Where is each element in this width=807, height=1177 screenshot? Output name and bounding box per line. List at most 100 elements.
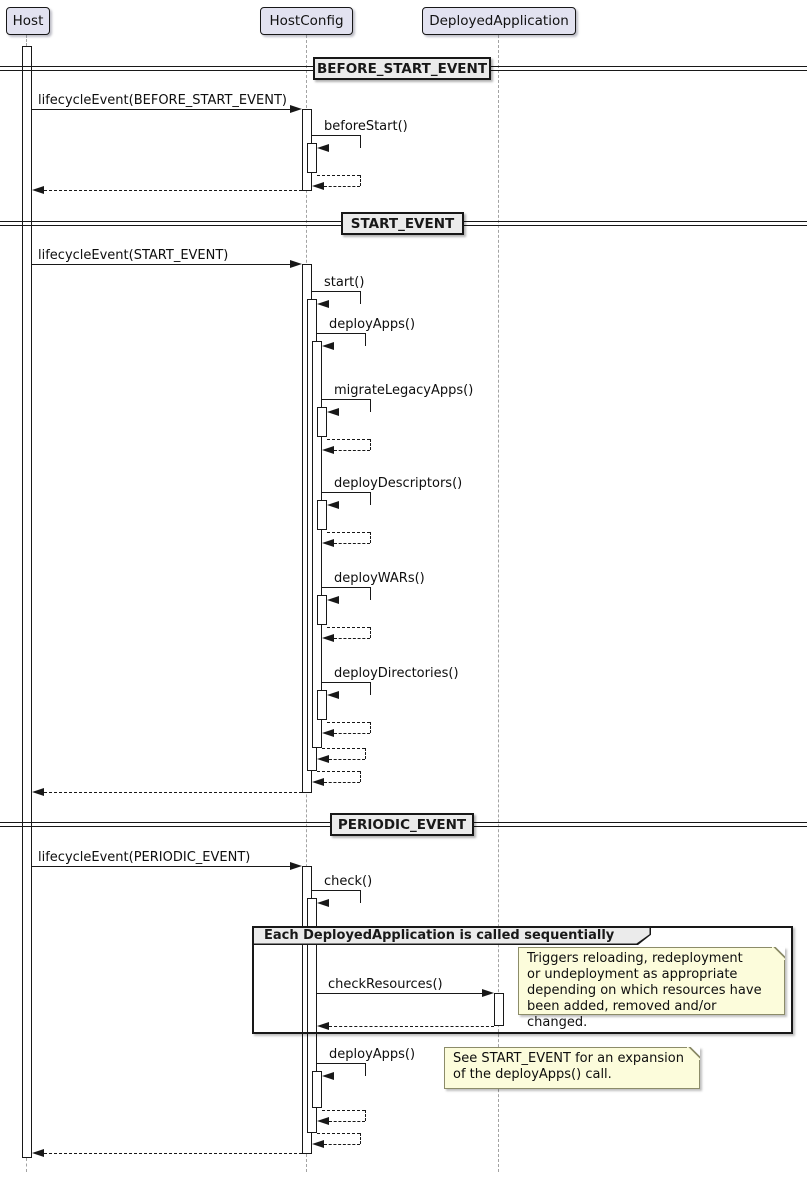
activation-bar-nested — [317, 690, 327, 720]
return-dashed-line — [329, 1121, 365, 1122]
arrowhead-left — [32, 787, 44, 796]
return-dashed-line — [370, 532, 371, 543]
self-call-line — [312, 135, 360, 136]
divider-start-event: START_EVENT — [341, 212, 464, 235]
participant-label-hostconfig: HostConfig — [269, 13, 344, 29]
activation-bar-nested — [317, 500, 327, 530]
group-header — [254, 928, 651, 945]
note-checkresources: Triggers reloading, redeployment or unde… — [518, 946, 786, 1030]
self-call-line — [370, 682, 371, 695]
message-label-beforestart: beforeStart() — [324, 119, 408, 134]
activation-bar-nested — [317, 595, 327, 625]
divider-label: BEFORE_START_EVENT — [316, 60, 488, 77]
return-dashed-line — [44, 792, 302, 793]
return-dashed-line — [327, 439, 370, 440]
participant-box-hostconfig: HostConfig — [260, 7, 353, 35]
arrowhead-right — [290, 104, 302, 113]
activation-bar-nested — [312, 1071, 322, 1108]
message-label-deploydescriptors: deployDescriptors() — [334, 476, 463, 491]
note-fold — [772, 946, 786, 960]
activation-bar-nested — [312, 341, 322, 748]
return-dashed-line — [324, 186, 360, 187]
arrowhead-right — [290, 861, 302, 870]
return-dashed-line — [334, 733, 370, 734]
arrowhead-left — [317, 898, 329, 907]
return-dashed-line — [44, 1153, 302, 1154]
self-call-line — [317, 1063, 365, 1064]
self-call-line — [322, 587, 370, 588]
message-arrow-line — [32, 866, 290, 867]
divider-label: START_EVENT — [350, 215, 455, 232]
return-dashed-line — [44, 190, 302, 191]
arrowhead-right — [482, 988, 494, 997]
group-frame-sequential: Each DeployedApplication is called seque… — [252, 926, 793, 1034]
message-label-deployapps-periodic: deployApps() — [329, 1047, 416, 1062]
return-dashed-line — [317, 175, 360, 176]
arrowhead-right — [290, 259, 302, 268]
arrowhead-left — [322, 633, 334, 642]
return-dashed-line — [324, 782, 360, 783]
arrowhead-left — [322, 1071, 334, 1080]
return-dashed-line — [327, 722, 370, 723]
note-fold — [687, 1046, 701, 1060]
return-dashed-line — [360, 1133, 361, 1144]
activation-bar-deployedapplication — [494, 993, 504, 1026]
self-call-line — [312, 890, 360, 891]
return-dashed-line — [327, 627, 370, 628]
self-call-line — [312, 291, 360, 292]
return-dashed-line — [370, 627, 371, 638]
self-call-line — [370, 587, 371, 600]
return-dashed-line — [324, 1144, 360, 1145]
return-dashed-line — [360, 175, 361, 186]
group-header-fill — [254, 928, 650, 944]
return-dashed-line — [322, 1110, 365, 1111]
divider-before-start-event: BEFORE_START_EVENT — [313, 57, 491, 80]
message-arrow-line — [32, 109, 290, 110]
note-text: See START_EVENT for an expansion of the … — [453, 1051, 684, 1082]
self-call-line — [360, 890, 361, 903]
lifeline-host — [26, 35, 27, 46]
group-header-label: Each DeployedApplication is called seque… — [264, 928, 615, 943]
return-dashed-line — [370, 439, 371, 450]
return-dashed-line — [365, 748, 366, 759]
arrowhead-left — [322, 341, 334, 350]
return-dashed-line — [365, 1110, 366, 1121]
participant-label-deployedapplication: DeployedApplication — [429, 13, 569, 29]
return-dashed-line — [327, 532, 370, 533]
message-arrow-line — [317, 993, 482, 994]
self-call-line — [360, 135, 361, 148]
divider-label: PERIODIC_EVENT — [337, 816, 467, 833]
lifeline-host — [26, 1158, 27, 1172]
participant-label-host: Host — [12, 13, 44, 29]
return-dashed-line — [334, 450, 370, 451]
arrowhead-left — [32, 1148, 44, 1157]
arrowhead-left — [312, 1139, 324, 1148]
arrowhead-left — [322, 728, 334, 737]
arrowhead-left — [317, 754, 329, 763]
message-label-start: start() — [324, 275, 365, 290]
note-text: Triggers reloading, redeployment or unde… — [527, 951, 762, 1030]
self-call-line — [360, 291, 361, 304]
arrowhead-left — [32, 185, 44, 194]
arrowhead-left — [317, 1021, 329, 1030]
message-arrow-line — [32, 264, 290, 265]
arrowhead-left — [312, 777, 324, 786]
return-dashed-line — [334, 638, 370, 639]
arrowhead-left — [327, 595, 339, 604]
message-label-lifecycle-periodic: lifecycleEvent(PERIODIC_EVENT) — [38, 850, 251, 865]
arrowhead-left — [312, 181, 324, 190]
self-call-line — [365, 1063, 366, 1076]
arrowhead-left — [317, 143, 329, 152]
arrowhead-left — [327, 690, 339, 699]
note-deployapps: See START_EVENT for an expansion of the … — [444, 1046, 701, 1089]
self-call-line — [365, 333, 366, 346]
participant-box-deployedapplication: DeployedApplication — [422, 7, 576, 35]
activation-bar-host — [22, 46, 32, 1158]
return-dashed-line — [317, 771, 360, 772]
return-dashed-line — [317, 1133, 360, 1134]
return-dashed-line — [322, 748, 365, 749]
